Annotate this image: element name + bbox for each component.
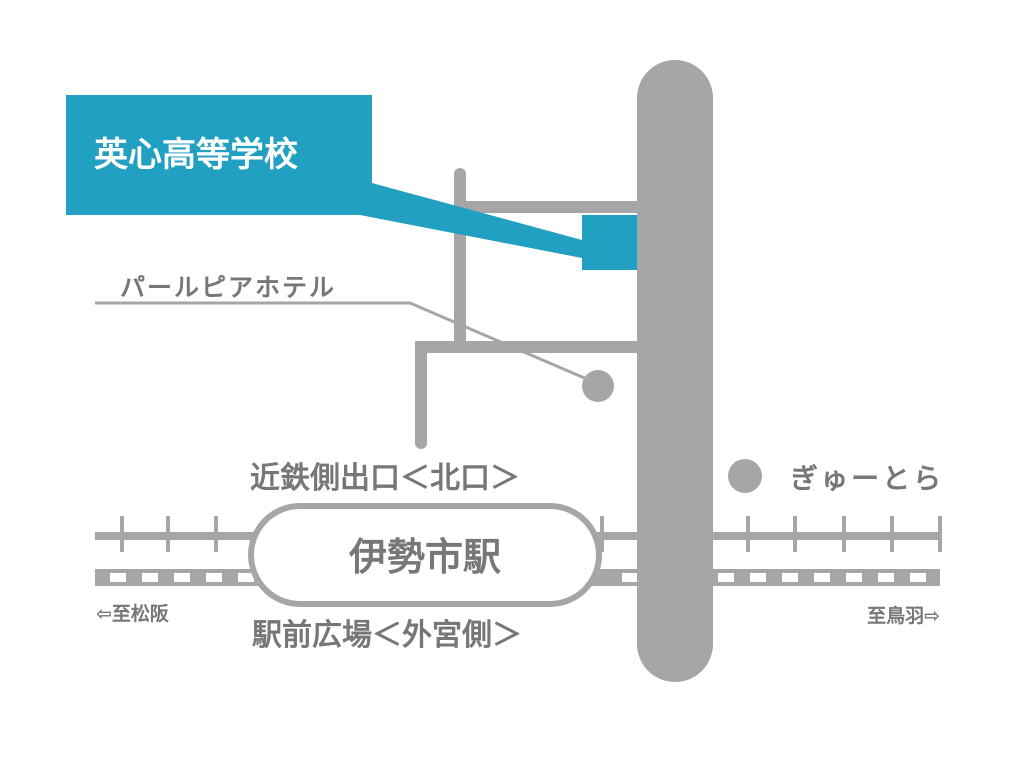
rail-ties (110, 573, 926, 582)
direction-west: ⇦至松阪 (96, 602, 170, 625)
station[interactable] (248, 503, 602, 607)
station-name: 伊勢市駅 (348, 535, 501, 579)
rail-tie (718, 573, 734, 582)
rail-tie (142, 573, 158, 582)
gyutora-label: ぎゅーとら (790, 462, 944, 495)
school-callout (66, 95, 582, 258)
rail-tie (814, 573, 830, 582)
hotel-leader-line (95, 301, 597, 385)
rail-tie (910, 573, 926, 582)
hotel-marker[interactable] (582, 370, 614, 402)
gyutora-marker[interactable] (728, 459, 762, 493)
rail-tie (878, 573, 894, 582)
main-road (637, 60, 713, 682)
roads (415, 60, 713, 682)
direction-east: 至鳥羽⇨ (867, 604, 940, 627)
hotel-label: パールピアホテル (120, 273, 336, 302)
rail-tie (206, 573, 222, 582)
rail-tie (110, 573, 126, 582)
school-marker[interactable] (582, 215, 637, 270)
rail-tie (622, 573, 638, 582)
school-label: 英心高等学校 (94, 135, 298, 175)
rail-tie (174, 573, 190, 582)
rail-tie (782, 573, 798, 582)
south-exit-label: 駅前広場＜外宮側＞ (252, 618, 522, 653)
rail-tie (846, 573, 862, 582)
north-exit-label: 近鉄側出口＜北口＞ (250, 461, 520, 496)
rail-tie (750, 573, 766, 582)
rail-tie (238, 573, 254, 582)
